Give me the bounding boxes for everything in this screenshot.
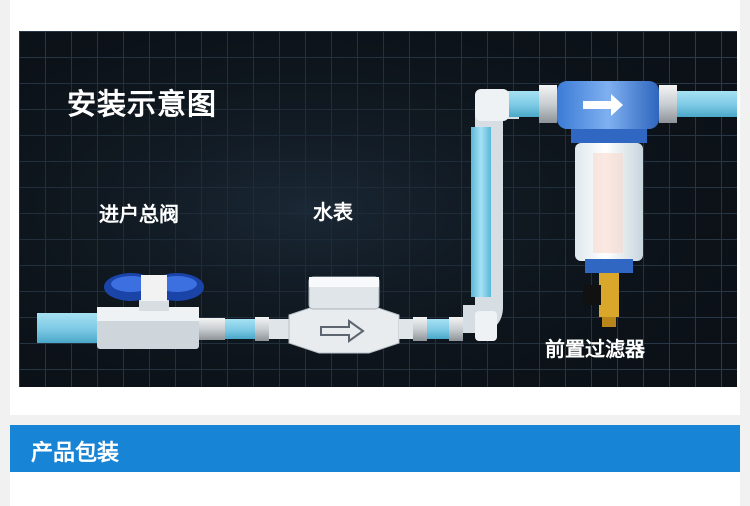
next-section-panel	[10, 472, 740, 506]
inlet-pipe	[37, 307, 225, 349]
label-pre-filter: 前置过滤器	[545, 337, 645, 361]
riser-pipe	[463, 85, 557, 341]
diagram-title: 安装示意图	[67, 87, 218, 121]
installation-diagram: 安装示意图 进户总阀 水表 前置过滤器	[19, 31, 737, 387]
section-title: 产品包装	[31, 441, 120, 466]
diagram-graphic	[19, 31, 737, 387]
pre-filter	[557, 81, 737, 327]
section-header-bar: 产品包装	[10, 425, 740, 472]
water-meter	[288, 276, 400, 354]
meter-connector-right	[399, 317, 463, 341]
main-valve	[104, 273, 204, 311]
label-main-valve: 进户总阀	[99, 202, 179, 226]
meter-connector-left	[225, 317, 299, 341]
label-water-meter: 水表	[313, 200, 353, 224]
